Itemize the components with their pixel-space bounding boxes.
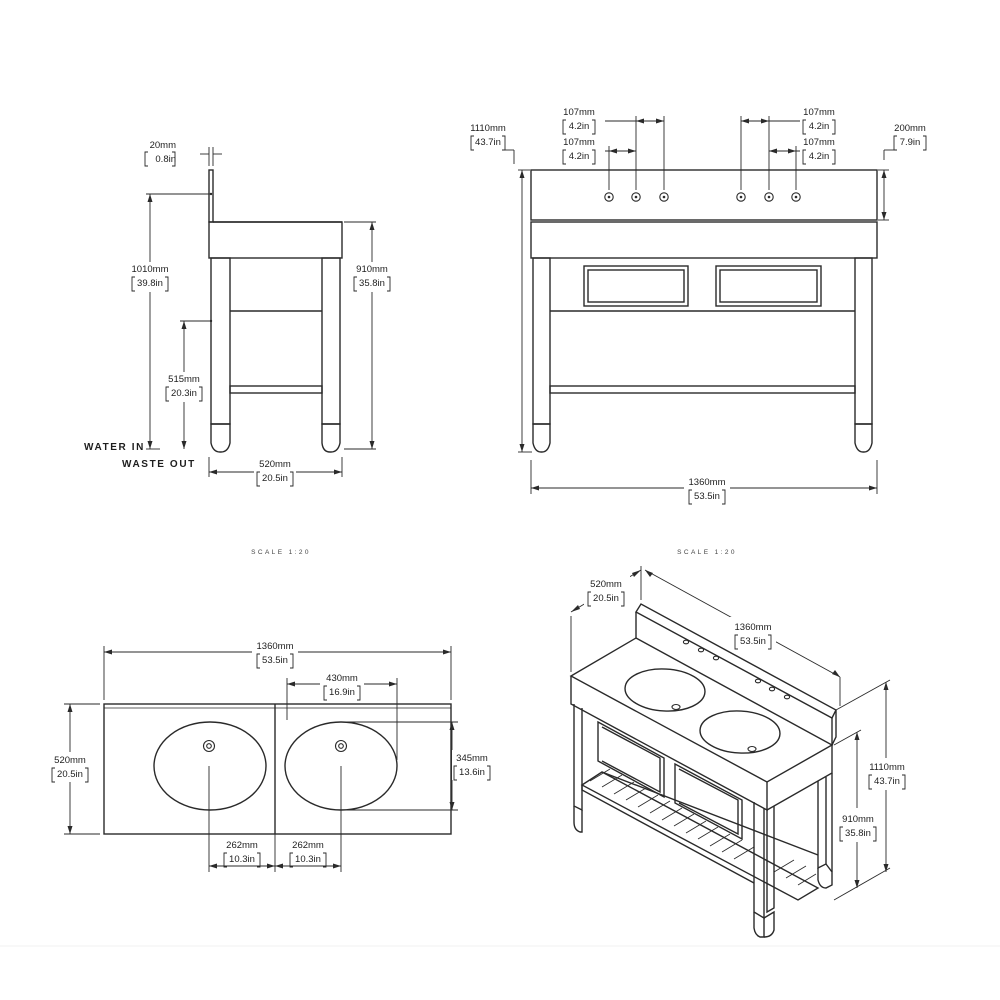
front-countertop [530, 221, 878, 259]
iso-shelf-slats [589, 768, 817, 886]
tap-hole-icon [682, 639, 690, 645]
tap-hole-icon [783, 694, 791, 700]
side-upstand [208, 169, 214, 223]
iso-countertop-top [569, 637, 834, 783]
dim-front-200-in: 7.9in [900, 137, 921, 148]
dim-side-520-in: 20.5in [262, 473, 288, 484]
side-foot-right [321, 423, 341, 453]
dim-plan-520-in: 20.5in [57, 769, 83, 780]
front-drawer-right [715, 265, 822, 307]
dim-plan-430-in: 16.9in [329, 687, 355, 698]
dim-front-107-ur-in: 4.2in [809, 121, 830, 132]
dim-front-200-mm: 200mm [894, 123, 926, 134]
side-elevation: 20mm 0.8in 1010mm 39.8in 515mm 20.3in 91… [84, 140, 394, 487]
dim-side-520-mm: 520mm [259, 459, 291, 470]
side-leg-right [321, 257, 341, 425]
plan-view: 1360mm 53.5in 430mm 16.9in 520mm 20.5in [48, 638, 494, 872]
dim-side-20-in: 0.8in [155, 154, 176, 165]
front-elevation: 1110mm 43.7in 200mm 7.9in 107mm 4.2in [470, 107, 927, 505]
dim-iso-1110-in: 43.7in [874, 776, 900, 787]
dim-iso-910-mm: 910mm [842, 814, 874, 825]
front-drawer-left [583, 265, 689, 307]
dim-front-1110-mm: 1110mm [470, 123, 506, 134]
dim-plan-345-mm: 345mm [456, 753, 488, 764]
dim-iso-520-in: 20.5in [593, 593, 619, 604]
dim-front-107-ul-in: 4.2in [569, 121, 590, 132]
side-countertop [208, 221, 343, 259]
plan-countertop [103, 703, 452, 835]
dim-side-910-mm: 910mm [356, 264, 388, 275]
dim-plan-262-right-in: 10.3in [295, 854, 321, 865]
iso-leg-front-right [753, 802, 765, 920]
dim-side-515-in: 20.3in [171, 388, 197, 399]
dim-iso-1360-in: 53.5in [740, 636, 766, 647]
dim-front-1360-in: 53.5in [694, 491, 720, 502]
dim-side-515-mm: 515mm [168, 374, 200, 385]
dim-iso-1110-mm: 1110mm [869, 762, 905, 773]
dim-iso-910-in: 35.8in [845, 828, 871, 839]
water-in-label: WATER IN [84, 442, 145, 453]
side-shelf [229, 385, 323, 394]
tap-hole-icon [754, 678, 762, 684]
dim-plan-262-right-mm: 262mm [292, 840, 324, 851]
dim-front-107-ul-mm: 107mm [563, 107, 595, 118]
dim-front-107-ur-mm: 107mm [803, 107, 835, 118]
tap-hole-icon [697, 647, 705, 653]
dim-front-107-ll-in: 4.2in [569, 151, 590, 162]
plan-basin-left [153, 721, 267, 811]
dim-front-1360-mm: 1360mm [689, 477, 726, 488]
iso-basin-right [699, 710, 781, 754]
iso-countertop-side [766, 745, 833, 811]
side-leg-left [210, 257, 231, 425]
iso-basin-left [624, 668, 706, 712]
front-leg-right [854, 257, 873, 425]
dim-side-910-in: 35.8in [359, 278, 385, 289]
front-shelf [549, 385, 856, 394]
dim-plan-1360-in: 53.5in [262, 655, 288, 666]
tap-hole-icon [712, 655, 720, 661]
dim-side-1010-mm: 1010mm [132, 264, 169, 275]
dim-front-1110-in: 43.7in [475, 137, 501, 148]
iso-drawer-left [597, 720, 665, 799]
dim-plan-262-left-in: 10.3in [229, 854, 255, 865]
front-foot-right [854, 423, 873, 453]
dim-side-20-mm: 20mm [150, 140, 176, 151]
waste-out-label: WASTE OUT [122, 459, 196, 470]
dim-iso-520-mm: 520mm [590, 579, 622, 590]
scale-label-left: SCALE 1:20 [251, 549, 311, 556]
dim-iso-1360-mm: 1360mm [735, 622, 772, 633]
dim-plan-345-in: 13.6in [459, 767, 485, 778]
dim-side-1010-in: 39.8in [137, 278, 163, 289]
front-foot-left [532, 423, 551, 453]
iso-countertop-front [570, 676, 768, 812]
tap-hole-icon [768, 686, 776, 692]
side-foot-left [210, 423, 231, 453]
dim-plan-1360-mm: 1360mm [257, 641, 294, 652]
iso-drawer-right [674, 762, 743, 841]
dim-front-107-ll-mm: 107mm [563, 137, 595, 148]
iso-leg-front-left [573, 704, 583, 812]
dim-front-107-lr-mm: 107mm [803, 137, 835, 148]
iso-leg-back-right [817, 777, 827, 870]
scale-label-right: SCALE 1:20 [677, 549, 737, 556]
front-upstand [530, 169, 878, 221]
iso-shelf [580, 771, 820, 901]
isometric-view: 520mm 20.5in 1360mm 53.5in 1110mm 43.7in… [569, 566, 909, 938]
dim-plan-430-mm: 430mm [326, 673, 358, 684]
dim-plan-262-left-mm: 262mm [226, 840, 258, 851]
dim-plan-520-mm: 520mm [54, 755, 86, 766]
front-leg-left [532, 257, 551, 425]
dim-front-107-lr-in: 4.2in [809, 151, 830, 162]
